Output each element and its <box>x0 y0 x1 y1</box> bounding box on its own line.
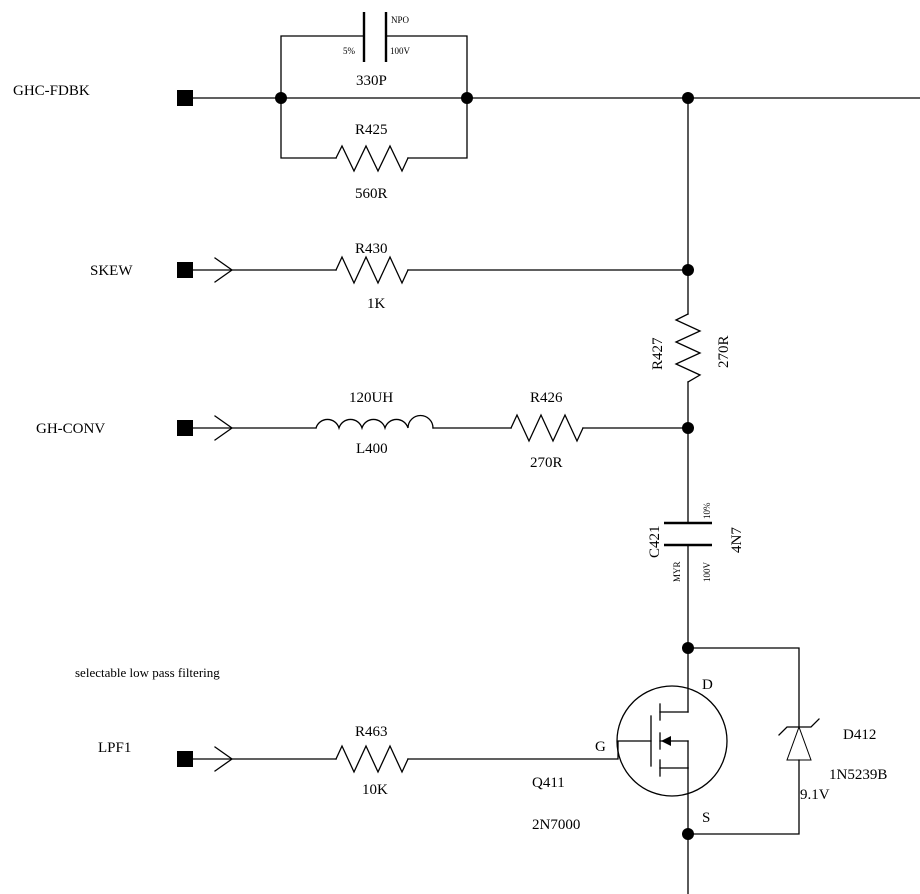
r430-value: 1K <box>367 296 386 312</box>
port-label-lpf1: LPF1 <box>98 740 131 756</box>
port-label-skew: SKEW <box>90 263 133 279</box>
r427-ref: R427 <box>650 337 666 370</box>
d412-part: 1N5239B <box>829 767 887 783</box>
r426-resistor <box>510 413 584 443</box>
feedback-cap-dielectric: NPO <box>391 15 410 25</box>
skew-connector[interactable] <box>177 262 193 278</box>
gh-conv-net <box>177 413 694 443</box>
r426-ref: R426 <box>530 390 563 406</box>
c421-ref: C421 <box>647 525 663 558</box>
r427-value: 270R <box>716 335 732 368</box>
port-label-ghc-fdbk: GHC-FDBK <box>13 83 90 99</box>
lpf1-net <box>177 740 652 774</box>
ghc-fdbk-connector[interactable] <box>177 90 193 106</box>
q411-source-label: S <box>702 810 710 826</box>
r426-value: 270R <box>530 455 563 471</box>
q411-drain-label: D <box>702 677 713 693</box>
d412-voltage: 9.1V <box>800 787 830 803</box>
feedback-cap-voltage: 100V <box>390 46 411 56</box>
d412-ref: D412 <box>843 727 876 743</box>
port-label-gh-conv: GH-CONV <box>36 421 105 437</box>
r463-value: 10K <box>362 782 388 798</box>
feedback-cap-tolerance: 5% <box>343 46 356 56</box>
l400-inductor <box>315 414 434 431</box>
c421-voltage: 100V <box>702 562 712 583</box>
r425-value: 560R <box>355 186 388 202</box>
l400-ref: L400 <box>356 441 388 457</box>
r425-ref: R425 <box>355 122 388 138</box>
gh-conv-connector[interactable] <box>177 420 193 436</box>
ghc-fdbk-net <box>177 12 920 173</box>
l400-value: 120UH <box>349 390 393 406</box>
r425-resistor <box>335 144 409 173</box>
r430-resistor <box>335 255 409 285</box>
c421-value: 4N7 <box>729 527 745 553</box>
r463-resistor <box>335 744 409 774</box>
c421-dielectric: MYR <box>672 561 682 582</box>
r427-resistor <box>674 313 702 383</box>
r463-ref: R463 <box>355 724 388 740</box>
lpf1-connector[interactable] <box>177 751 193 767</box>
skew-net <box>177 255 694 285</box>
q411-ref: Q411 <box>532 775 565 791</box>
filter-note: selectable low pass filtering <box>75 665 220 680</box>
r430-ref: R430 <box>355 241 388 257</box>
q411-gate-label: G <box>595 739 606 755</box>
feedback-cap-value: 330P <box>356 73 387 89</box>
c421-tolerance: 10% <box>702 502 712 519</box>
d412-zener-diode <box>687 647 820 835</box>
q411-part: 2N7000 <box>532 817 580 833</box>
